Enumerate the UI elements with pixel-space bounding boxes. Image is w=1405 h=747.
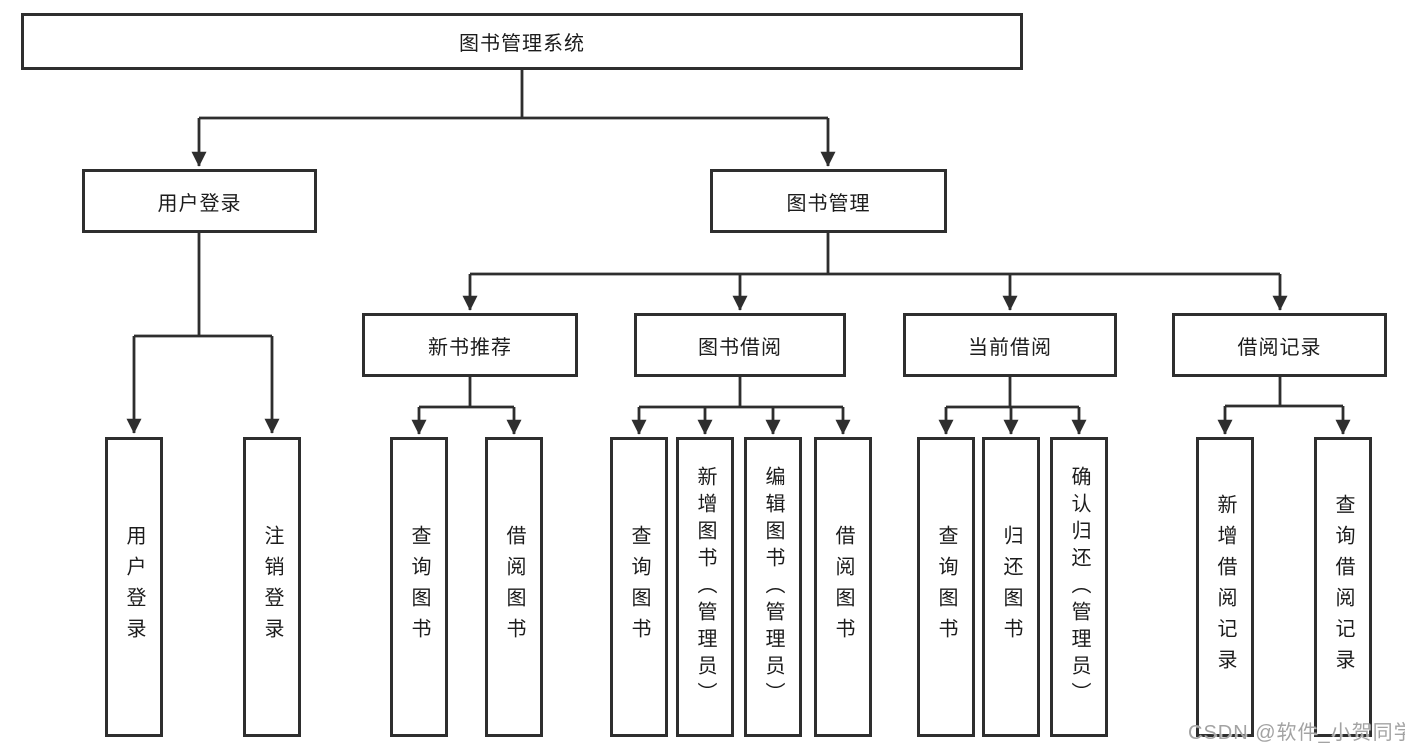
node-book-borrowing: 图书借阅: [634, 313, 846, 377]
leaf-nbr-query-books-label: 查询图书: [408, 525, 430, 649]
leaf-cb-query-books: 查询图书: [917, 437, 975, 737]
node-book-management: 图书管理: [710, 169, 947, 233]
leaf-bb-borrow-books-label: 借阅图书: [832, 525, 854, 649]
leaf-br-add-record: 新增借阅记录: [1196, 437, 1254, 737]
watermark: CSDN @软件_小贺同学: [1188, 722, 1405, 744]
leaf-nbr-query-books: 查询图书: [390, 437, 448, 737]
leaf-bb-add-books-admin-label: 新增图书（管理员）: [694, 465, 716, 709]
node-current-borrowing-label: 当前借阅: [968, 336, 1052, 359]
leaf-bb-borrow-books: 借阅图书: [814, 437, 872, 737]
leaf-bb-edit-books-admin-label: 编辑图书（管理员）: [762, 465, 784, 709]
leaf-cb-return-books-label: 归还图书: [1000, 525, 1022, 649]
leaf-cb-return-books: 归还图书: [982, 437, 1040, 737]
leaf-bb-query-books: 查询图书: [610, 437, 668, 737]
node-user-login-group: 用户登录: [82, 169, 317, 233]
leaf-br-add-record-label: 新增借阅记录: [1214, 494, 1236, 680]
node-borrowing-records: 借阅记录: [1172, 313, 1387, 377]
node-new-book-recommend-label: 新书推荐: [428, 336, 512, 359]
leaf-bb-edit-books-admin: 编辑图书（管理员）: [744, 437, 802, 737]
node-borrowing-records-label: 借阅记录: [1237, 336, 1322, 359]
connector-borrow-record: [1225, 377, 1343, 408]
node-book-management-label: 图书管理: [786, 192, 871, 215]
leaf-logout: 注销登录: [243, 437, 301, 737]
leaf-cb-confirm-return-admin: 确认归还（管理员）: [1050, 437, 1108, 737]
connector-user-login-group: [134, 233, 272, 338]
leaf-nbr-borrow-books-label: 借阅图书: [503, 525, 525, 649]
leaf-br-query-record-label: 查询借阅记录: [1332, 494, 1354, 680]
node-root-system: 图书管理系统: [21, 13, 1023, 70]
leaf-cb-query-books-label: 查询图书: [935, 525, 957, 649]
node-current-borrowing: 当前借阅: [903, 313, 1117, 377]
node-new-book-recommend: 新书推荐: [362, 313, 578, 377]
leaf-logout-label: 注销登录: [261, 525, 283, 649]
leaf-user-login: 用户登录: [105, 437, 163, 737]
leaf-bb-add-books-admin: 新增图书（管理员）: [676, 437, 734, 737]
connector-book-mgmt: [470, 233, 1280, 276]
leaf-cb-confirm-return-admin-label: 确认归还（管理员）: [1068, 465, 1090, 709]
connector-current-borrow: [946, 377, 1079, 409]
leaf-user-login-label: 用户登录: [123, 525, 145, 649]
leaf-nbr-borrow-books: 借阅图书: [485, 437, 543, 737]
leaf-br-query-record: 查询借阅记录: [1314, 437, 1372, 737]
node-root-system-label: 图书管理系统: [459, 33, 585, 55]
node-book-borrowing-label: 图书借阅: [698, 336, 782, 359]
connector-root: [199, 70, 828, 120]
leaf-bb-query-books-label: 查询图书: [628, 525, 650, 649]
connector-book-borrow: [639, 377, 843, 409]
connector-new-book-rec: [419, 377, 514, 409]
node-user-login-group-label: 用户登录: [157, 192, 242, 215]
